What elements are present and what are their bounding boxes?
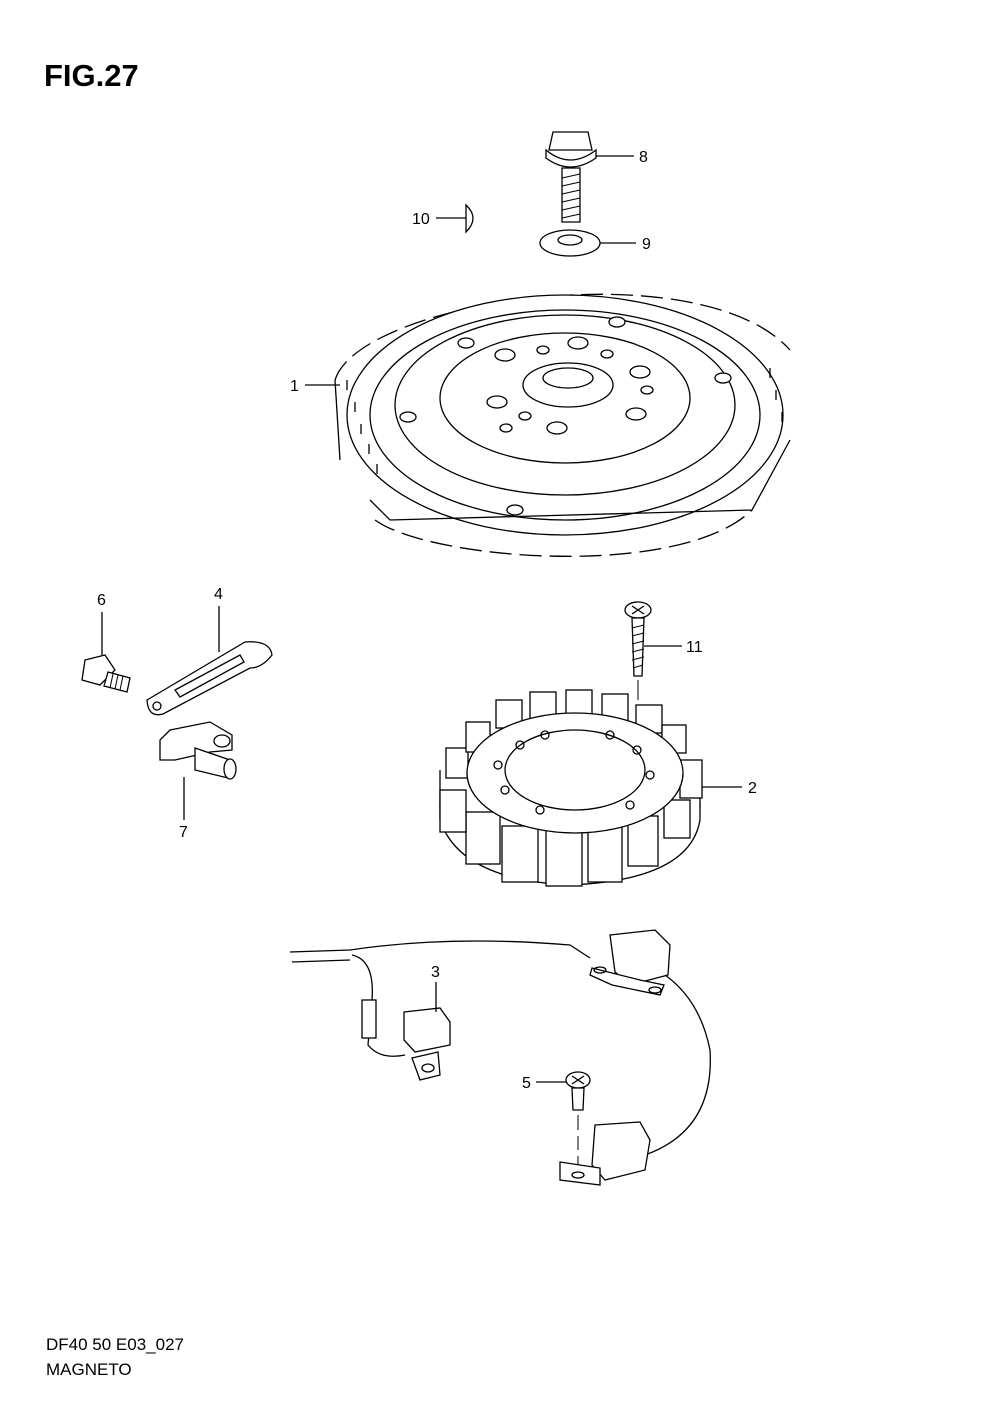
part-10-key — [465, 203, 474, 234]
callout-10: 10 — [412, 211, 430, 228]
part-8-bolt — [545, 131, 597, 223]
callout-7: 7 — [179, 824, 188, 841]
part-6-bolt — [81, 654, 131, 693]
callout-9: 9 — [642, 236, 651, 253]
leader-lines — [101, 155, 742, 1083]
callout-5: 5 — [522, 1075, 531, 1092]
diagram-name: MAGNETO — [46, 1360, 132, 1379]
callout-8: 8 — [639, 149, 648, 166]
part-9-washer — [539, 229, 601, 257]
part-1-flywheel — [334, 293, 791, 557]
part-3-pulser-harness — [289, 929, 711, 1186]
part-2-stator — [439, 689, 703, 887]
callout-1: 1 — [290, 378, 299, 395]
callout-3: 3 — [431, 964, 440, 981]
part-11-screw — [624, 601, 652, 750]
callout-4: 4 — [214, 586, 223, 603]
callout-6: 6 — [97, 592, 106, 609]
diagram-code: DF40 50 E03_027 — [46, 1335, 184, 1354]
figure-title: FIG.27 — [44, 58, 139, 93]
part-7-sensor — [159, 721, 237, 780]
part-5-screw — [565, 1071, 591, 1165]
callout-11: 11 — [686, 639, 703, 656]
callout-2: 2 — [748, 780, 757, 797]
part-4-bracket — [146, 641, 273, 716]
